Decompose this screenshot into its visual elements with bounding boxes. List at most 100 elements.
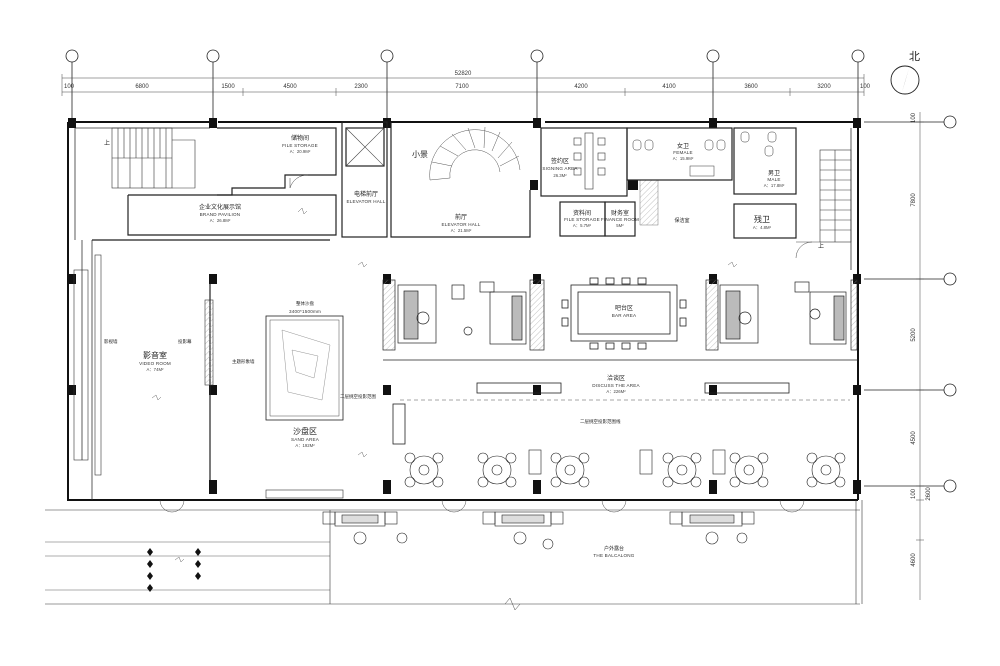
svg-text:FEMALE: FEMALE <box>673 150 693 155</box>
svg-text:100: 100 <box>860 84 871 90</box>
svg-text:MALE: MALE <box>767 177 780 182</box>
sand-table-model <box>265 315 344 421</box>
svg-text:4200: 4200 <box>574 84 588 90</box>
svg-text:BAR AREA: BAR AREA <box>612 313 637 318</box>
svg-text:DISCUSS THE AREA: DISCUSS THE AREA <box>592 383 640 388</box>
round-table-set-4 <box>662 452 702 488</box>
room-storage <box>217 127 337 196</box>
svg-text:4500: 4500 <box>283 84 297 90</box>
male-restroom-name: 男卫 <box>768 170 780 177</box>
door-storage <box>289 174 309 189</box>
svg-text:SIGNING AREA: SIGNING AREA <box>542 166 578 171</box>
staircase-left <box>111 127 196 189</box>
spiral-staircase <box>429 126 521 181</box>
north-arrow-icon <box>890 65 920 95</box>
signing-name: 签约区 <box>551 157 569 165</box>
room-brand-pavilion <box>127 194 337 236</box>
structural-columns <box>68 118 861 494</box>
round-table-set-5 <box>729 452 769 488</box>
void-projection-note-right: 二层挑空投影范围线 <box>580 418 621 425</box>
svg-text:THE BALCALONG: THE BALCALONG <box>593 553 634 558</box>
brand-pavilion-name: 企业文化展示馆 <box>199 203 241 211</box>
svg-text:ELEVATOR HALL: ELEVATOR HALL <box>346 199 385 204</box>
svg-text:ELEVATOR HALL: ELEVATOR HALL <box>441 222 480 227</box>
north-label: 北 <box>909 50 920 63</box>
right-dimension-values: 100 7800 5200 4500 100 2600 4600 <box>911 112 932 566</box>
room-file-storage-2 <box>559 201 636 237</box>
accessible-restroom-name: 残卫 <box>754 214 770 224</box>
stair-up-label-right: 上 <box>818 242 824 250</box>
svg-text:1500: 1500 <box>221 84 235 90</box>
svg-text:A：5.7M²: A：5.7M² <box>573 223 592 228</box>
finance-name: 财务室 <box>611 209 629 217</box>
svg-text:4100: 4100 <box>662 84 676 90</box>
people-figure-icons <box>151 207 738 563</box>
svg-text:100: 100 <box>911 488 917 499</box>
door-corridor-right <box>795 241 820 259</box>
svg-text:A：17.8M²: A：17.8M² <box>764 183 785 188</box>
sand-model-size: 3400*1500mm <box>289 309 321 314</box>
svg-text:2300: 2300 <box>354 84 368 90</box>
svg-text:6800: 6800 <box>135 84 149 90</box>
display-wall-note: 主题形象墙 <box>232 358 255 365</box>
break-line-bottom <box>504 597 521 611</box>
video-room-name: 影音室 <box>143 350 167 360</box>
svg-text:SAND AREA: SAND AREA <box>291 437 320 442</box>
svg-text:4500: 4500 <box>911 431 917 445</box>
round-table-set-3 <box>550 452 590 488</box>
svg-text:A：192M²: A：192M² <box>295 443 315 448</box>
round-table-set-6 <box>806 452 846 488</box>
svg-text:7800: 7800 <box>911 193 917 207</box>
lounge-sofa-left <box>382 279 545 351</box>
sand-area-bench <box>265 489 344 499</box>
svg-text:5200: 5200 <box>911 328 917 342</box>
svg-text:5M²: 5M² <box>616 223 624 228</box>
room-male-restroom <box>733 127 797 195</box>
exterior-walls <box>67 121 859 501</box>
sand-model-note: 整体沙盘 <box>296 300 314 307</box>
signing-table <box>573 132 606 190</box>
svg-text:FINANCE ROOM: FINANCE ROOM <box>601 217 639 222</box>
balcony-seating <box>322 511 755 550</box>
svg-text:2600: 2600 <box>926 487 932 501</box>
svg-text:A：26.8M²: A：26.8M² <box>210 218 231 223</box>
room-foyer <box>390 122 531 238</box>
toilet-fixtures-female <box>632 139 726 177</box>
balcony-name: 户外露台 <box>604 545 624 552</box>
svg-text:FILE STORAGE: FILE STORAGE <box>282 143 318 148</box>
stair-up-label-left: 上 <box>104 139 110 147</box>
video-wall-note: 影视墙 <box>104 338 118 345</box>
toilet-fixtures-male <box>740 131 777 157</box>
svg-text:26.3M²: 26.3M² <box>553 173 567 178</box>
elevator-lobby-name: 电梯前厅 <box>354 190 378 198</box>
video-wall-screen <box>73 254 214 476</box>
balcony-doors <box>159 499 805 513</box>
foyer-name: 前厅 <box>455 213 467 221</box>
room-elevator-lobby <box>341 121 388 238</box>
svg-text:FILE STORAGE: FILE STORAGE <box>564 217 600 222</box>
balcony-outline <box>45 500 863 605</box>
svg-text:3200: 3200 <box>817 84 831 90</box>
round-table-set-2 <box>477 452 517 488</box>
file-storage-2-name: 资料间 <box>573 209 591 217</box>
bar-counter <box>561 277 687 350</box>
storage-name: 储物间 <box>291 134 309 142</box>
finance-safe <box>639 179 659 226</box>
total-dimension: 52820 <box>455 71 472 77</box>
axis-grid-right <box>864 115 957 493</box>
cleaning-room-label: 保洁室 <box>674 217 689 224</box>
right-dimensions <box>916 112 924 600</box>
svg-text:VIDEO ROOM: VIDEO ROOM <box>139 361 171 366</box>
svg-text:A：20.9M²: A：20.9M² <box>290 149 311 154</box>
discuss-area-partitions <box>383 359 858 445</box>
svg-text:A：15.9M²: A：15.9M² <box>673 156 694 161</box>
void-projection-note-left: 二层挑空投影范围 <box>340 393 376 400</box>
sand-area-name: 沙盘区 <box>293 426 317 436</box>
svg-text:A：21.5M²: A：21.5M² <box>451 228 472 233</box>
round-table-set-1 <box>404 452 444 488</box>
svg-text:BRAND PAVILION: BRAND PAVILION <box>200 212 241 217</box>
room-accessible-restroom <box>733 203 797 239</box>
bar-area-name: 吧台区 <box>615 304 633 312</box>
svg-text:100: 100 <box>64 84 75 90</box>
